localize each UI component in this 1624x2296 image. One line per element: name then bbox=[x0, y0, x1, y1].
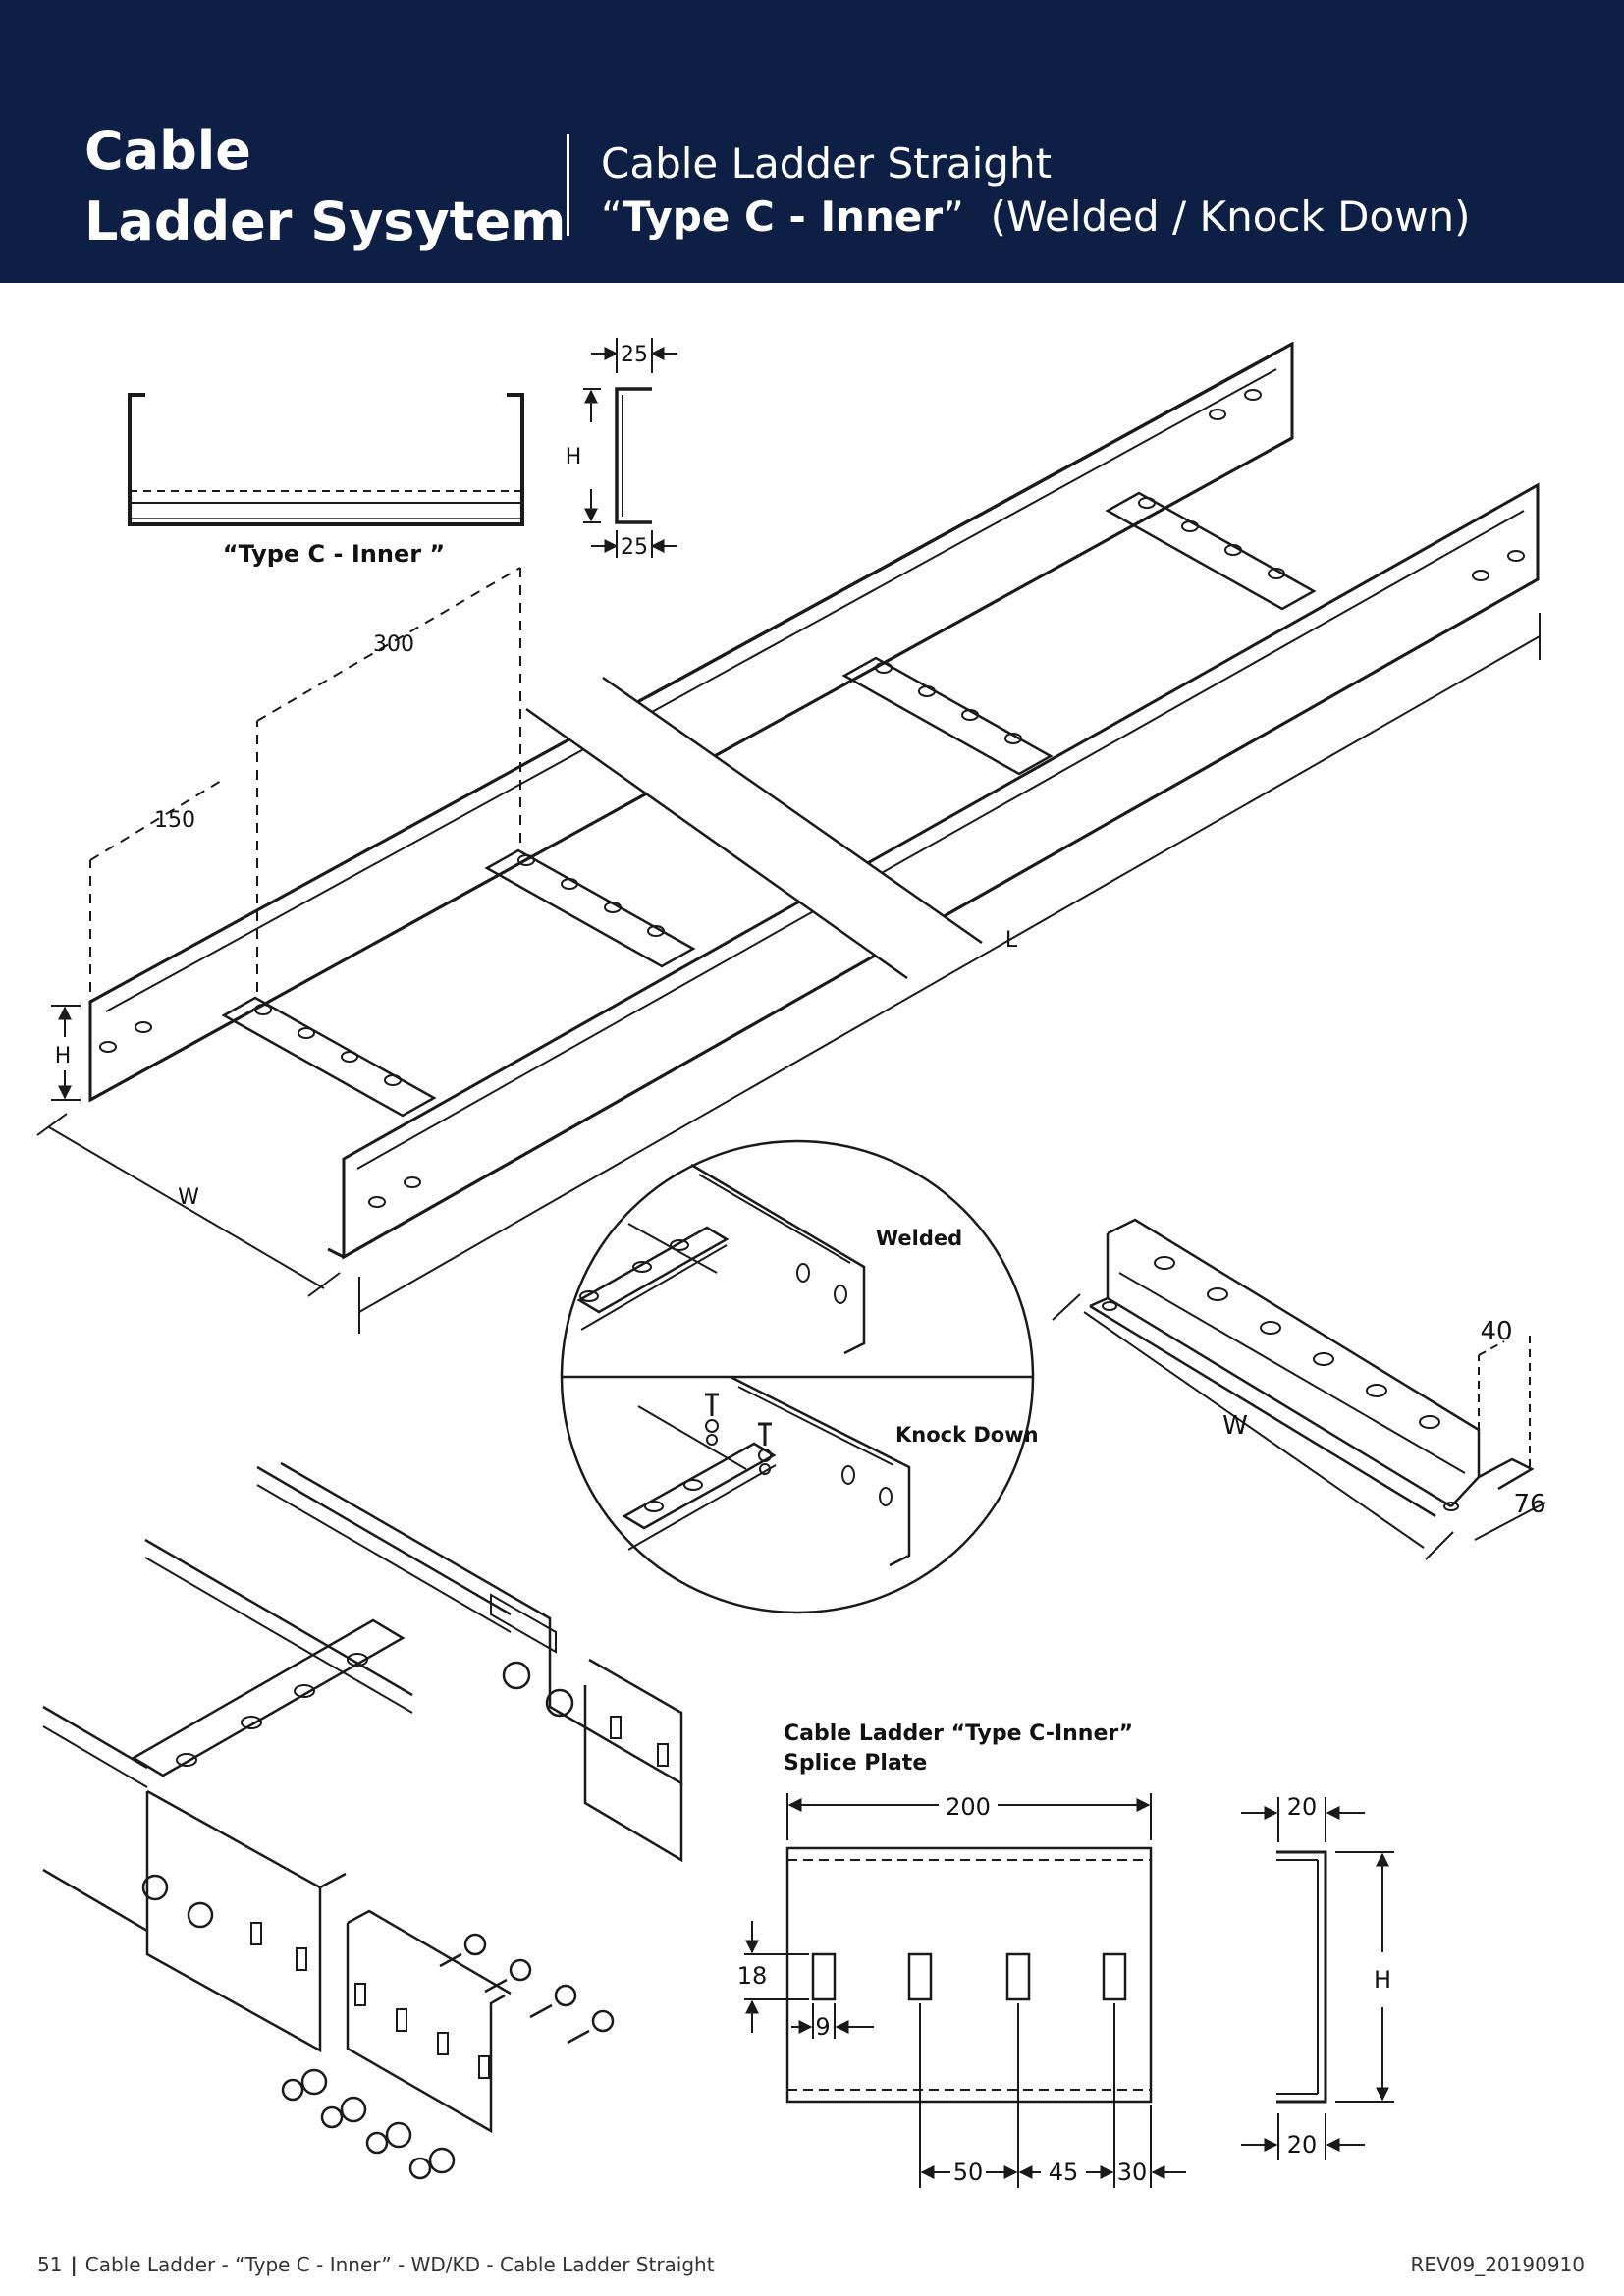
dim-300-label: 300 bbox=[373, 632, 414, 657]
brand-line-2: Ladder Sysytem bbox=[84, 191, 567, 252]
profile-dim-h-label: H bbox=[1374, 1966, 1391, 1994]
splice-plate-profile-drawing bbox=[1241, 1797, 1394, 2160]
splice-dim-200-label: 200 bbox=[946, 1793, 991, 1821]
brand-title: Cable Ladder Sysytem bbox=[84, 116, 566, 257]
splice-title-2: Splice Plate bbox=[784, 1751, 927, 1776]
joint-detail-drawing bbox=[560, 1139, 1035, 1614]
splice-dim-50-label: 50 bbox=[953, 2159, 984, 2186]
dim-150-label: 150 bbox=[154, 808, 195, 833]
rung-dim-76-label: 76 bbox=[1513, 1490, 1545, 1519]
ladder-isometric-drawing bbox=[36, 341, 1541, 1334]
page-header: Cable Ladder Sysytem Cable Ladder Straig… bbox=[0, 0, 1624, 283]
profile-side-drawing bbox=[583, 338, 677, 558]
knockdown-label: Knock Down bbox=[895, 1423, 1039, 1447]
dim-height-label: H bbox=[566, 445, 582, 469]
splice-assembly-drawing bbox=[42, 1461, 683, 2180]
splice-dim-45-label: 45 bbox=[1049, 2159, 1079, 2186]
profile-dim-bottom-label: 20 bbox=[1287, 2131, 1318, 2159]
rung-dim-40-label: 40 bbox=[1480, 1317, 1512, 1346]
page-number: 51 bbox=[37, 2253, 63, 2276]
splice-dim-18-label: 18 bbox=[737, 1962, 768, 1990]
footer-text: Cable Ladder - “Type C - Inner” - WD/KD … bbox=[84, 2253, 715, 2276]
subtitle-close-quote: ” bbox=[943, 192, 964, 241]
subtitle-variant: (Welded / Knock Down) bbox=[990, 192, 1471, 241]
subtitle-open-quote: “ bbox=[601, 192, 623, 241]
dim-l-label: L bbox=[1005, 928, 1018, 953]
dim-top-label: 25 bbox=[621, 343, 648, 367]
profile-dim-top-label: 20 bbox=[1287, 1793, 1318, 1821]
footer-separator: | bbox=[70, 2253, 78, 2276]
welded-label: Welded bbox=[876, 1227, 962, 1250]
page-subtitle: Cable Ladder Straight “Type C - Inner” (… bbox=[601, 137, 1471, 244]
brand-line-1: Cable bbox=[84, 120, 251, 182]
splice-dim-9-label: 9 bbox=[815, 2013, 830, 2041]
rung-dim-w-label: W bbox=[1222, 1411, 1248, 1441]
dim-bottom-label: 25 bbox=[621, 535, 648, 560]
profile-section-drawing bbox=[128, 393, 524, 526]
profile-caption: “Type C - Inner ” bbox=[223, 540, 445, 568]
subtitle-line-2: “Type C - Inner” (Welded / Knock Down) bbox=[601, 191, 1471, 244]
revision-code: REV09_20190910 bbox=[1410, 2253, 1585, 2276]
dim-w-label: W bbox=[178, 1185, 199, 1210]
subtitle-line-1: Cable Ladder Straight bbox=[601, 139, 1053, 188]
subtitle-type: Type C - Inner bbox=[622, 192, 944, 241]
dim-h-label: H bbox=[55, 1044, 72, 1068]
technical-drawing: “Type C - Inner ” 25 25 H bbox=[36, 338, 1546, 2188]
rung-detail-drawing bbox=[1052, 1218, 1546, 1560]
splice-title-1: Cable Ladder “Type C-Inner” bbox=[784, 1722, 1133, 1746]
header-divider bbox=[567, 134, 569, 236]
splice-dim-30-label: 30 bbox=[1117, 2159, 1148, 2186]
page-footer: 51 | Cable Ladder - “Type C - Inner” - WD/… bbox=[37, 2253, 715, 2276]
splice-plate-drawing bbox=[744, 1793, 1186, 2188]
